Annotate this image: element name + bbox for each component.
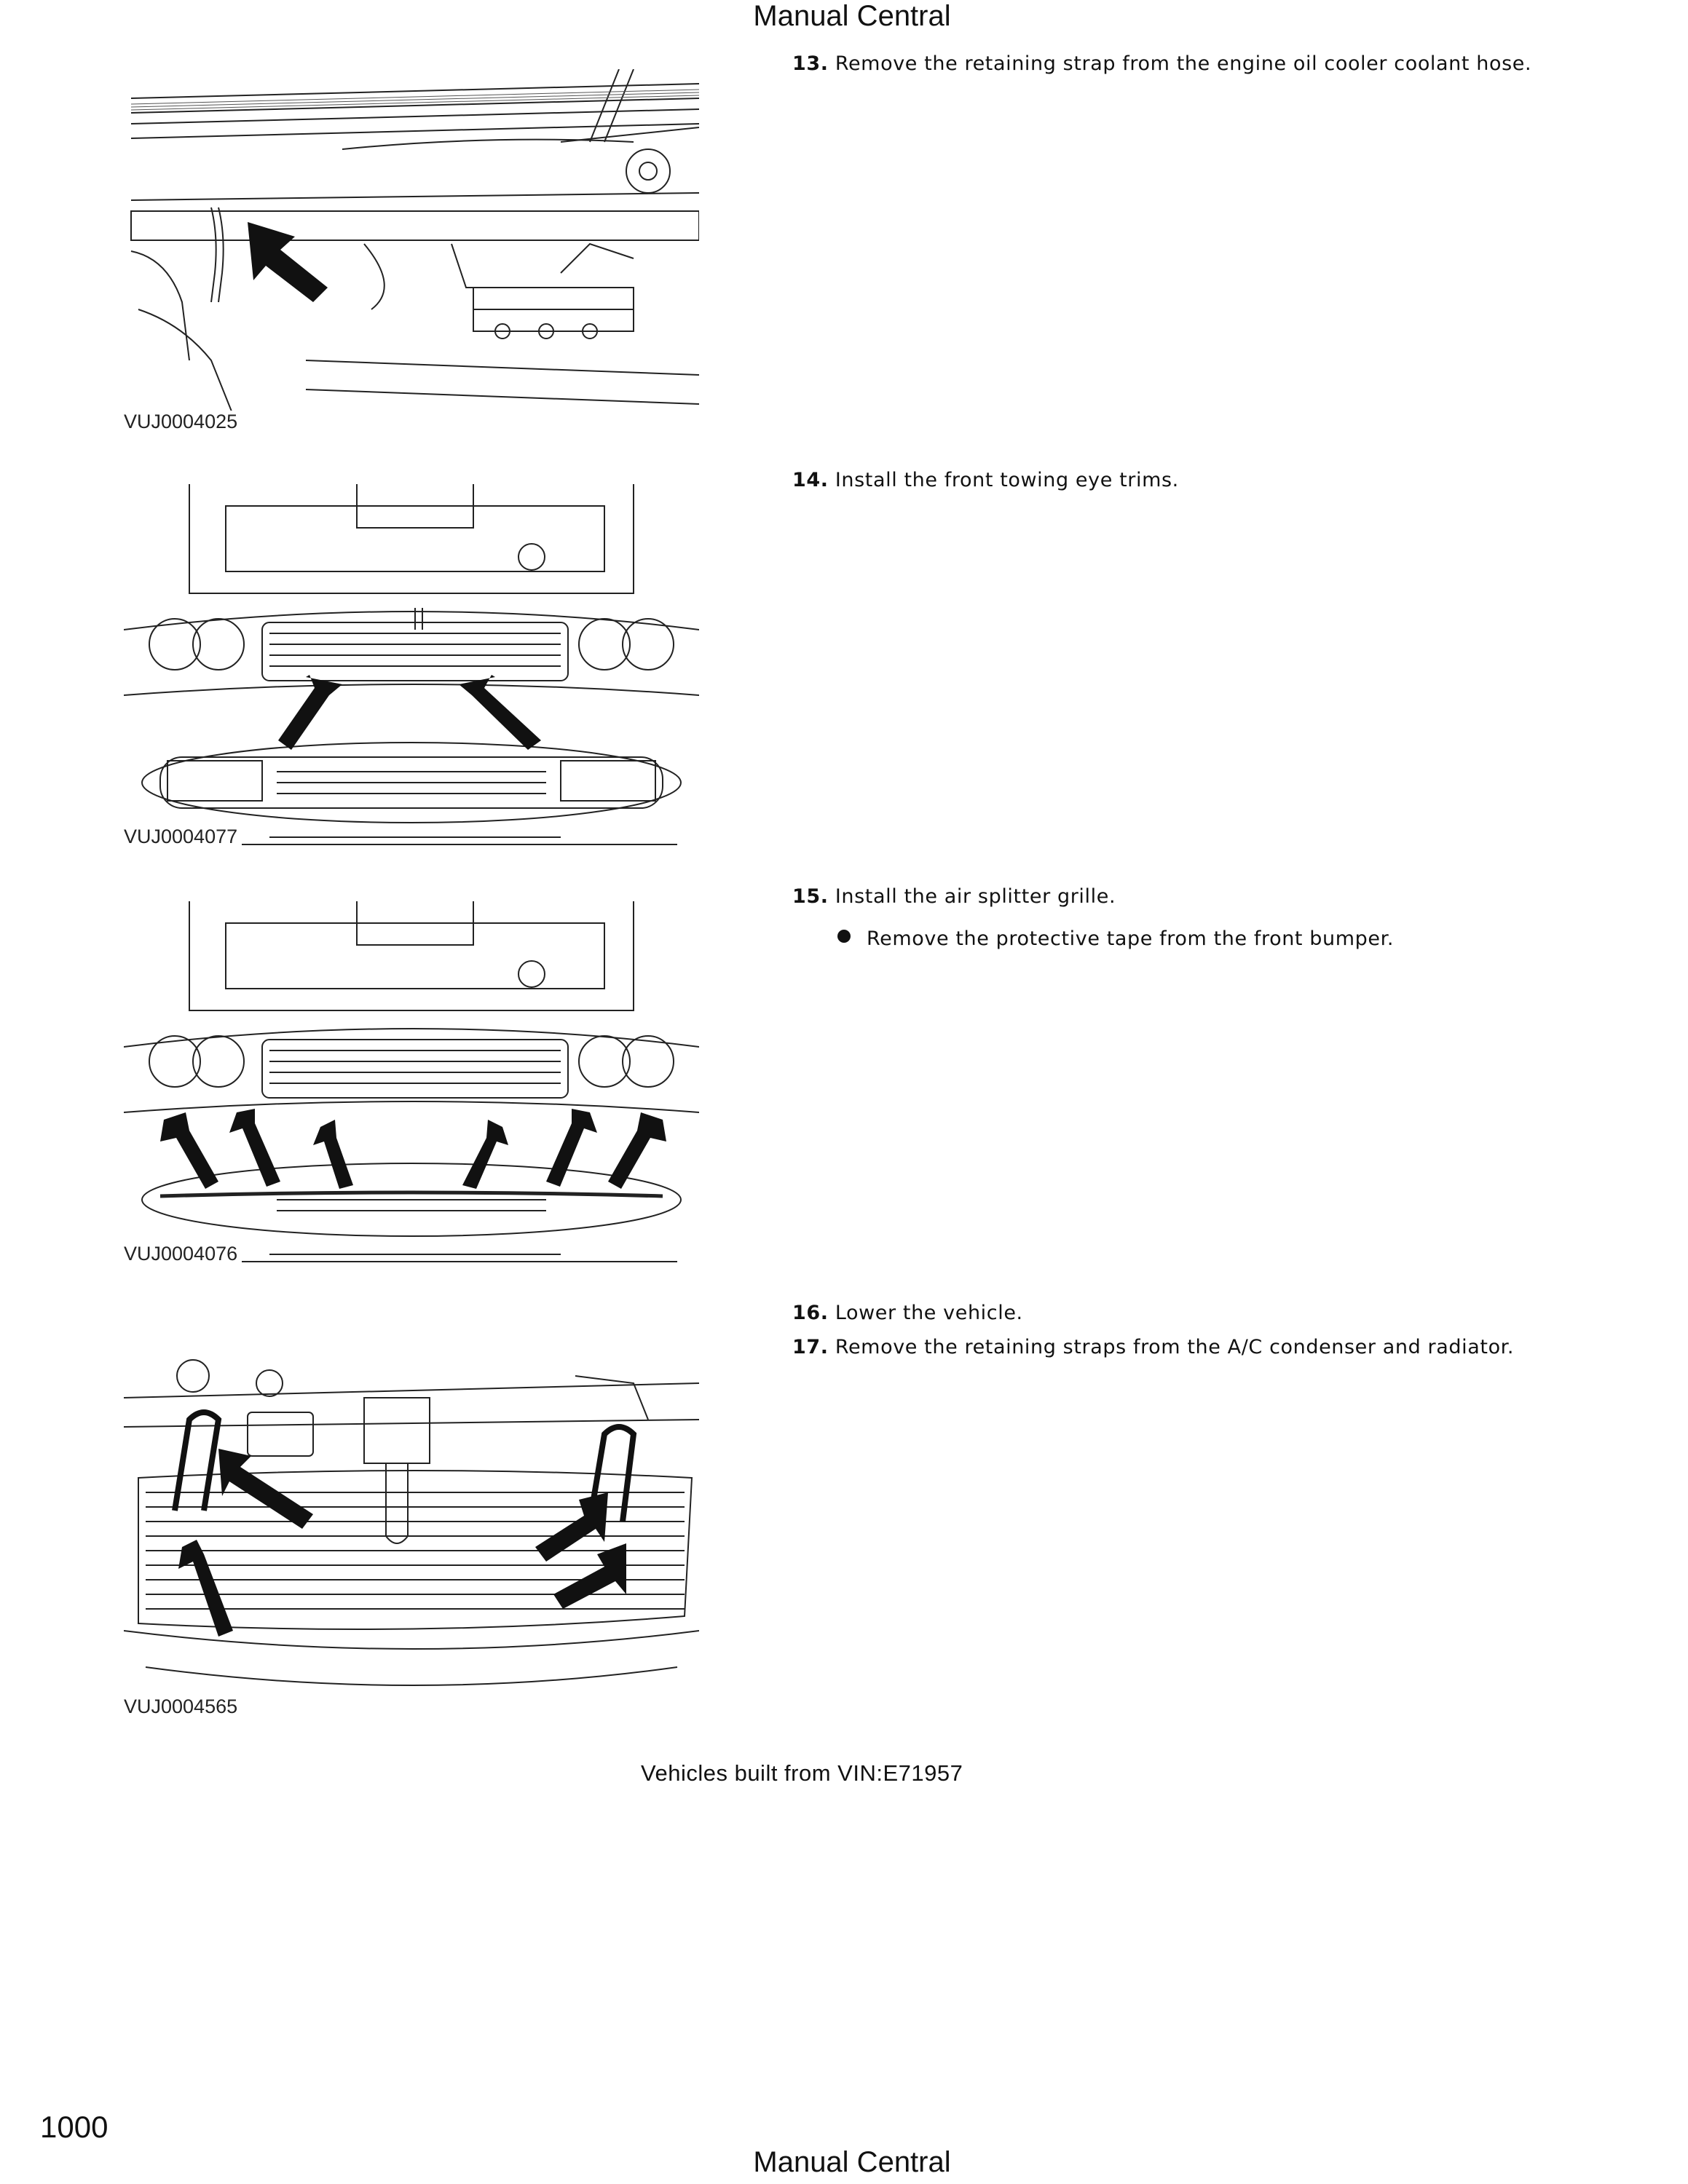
step-13: 13. Remove the retaining strap from the … xyxy=(792,51,1630,77)
step-15-bullet: Remove the protective tape from the fron… xyxy=(837,926,1631,952)
step-number: 16. xyxy=(792,1302,829,1324)
figure-id: VUJ0004025 xyxy=(124,411,242,433)
figure-id: VUJ0004077 xyxy=(124,826,242,848)
section-note: Vehicles built from VIN:E71957 xyxy=(641,1760,963,1786)
step-number: 13. xyxy=(792,52,829,75)
line-drawing xyxy=(124,901,699,1262)
step-number: 14. xyxy=(792,469,829,491)
line-drawing xyxy=(124,1359,699,1686)
step-14: 14. Install the front towing eye trims. xyxy=(792,467,1630,494)
step-text: Lower the vehicle. xyxy=(835,1302,1023,1324)
step-text: Remove the retaining strap from the engi… xyxy=(835,52,1532,75)
step-15: 15. Install the air splitter grille. xyxy=(792,884,1630,910)
page-footer: Manual Central xyxy=(753,2146,951,2178)
step-text: Install the front towing eye trims. xyxy=(835,469,1179,491)
illustration-air-splitter-grille: VUJ0004076 xyxy=(124,901,699,1265)
bullet-text: Remove the protective tape from the fron… xyxy=(867,927,1395,950)
page-header: Manual Central xyxy=(753,0,951,32)
illustration-condenser-radiator-straps: VUJ0004565 xyxy=(124,1354,699,1718)
line-drawing xyxy=(130,69,699,433)
illustration-oil-cooler-hose: VUJ0004025 xyxy=(124,69,699,433)
figure-id: VUJ0004565 xyxy=(124,1696,242,1718)
step-number: 17. xyxy=(792,1336,829,1358)
step-16: 16. Lower the vehicle. xyxy=(792,1300,1630,1326)
figure-id: VUJ0004076 xyxy=(124,1243,242,1265)
line-drawing xyxy=(124,484,699,845)
step-text: Install the air splitter grille. xyxy=(835,885,1116,908)
illustration-towing-eye-trims: VUJ0004077 xyxy=(124,484,699,848)
page-number: 1000 xyxy=(40,2110,109,2144)
step-text: Remove the retaining straps from the A/C… xyxy=(835,1336,1515,1358)
step-17: 17. Remove the retaining straps from the… xyxy=(792,1334,1630,1361)
bullet-dot xyxy=(837,930,851,943)
step-number: 15. xyxy=(792,885,829,908)
